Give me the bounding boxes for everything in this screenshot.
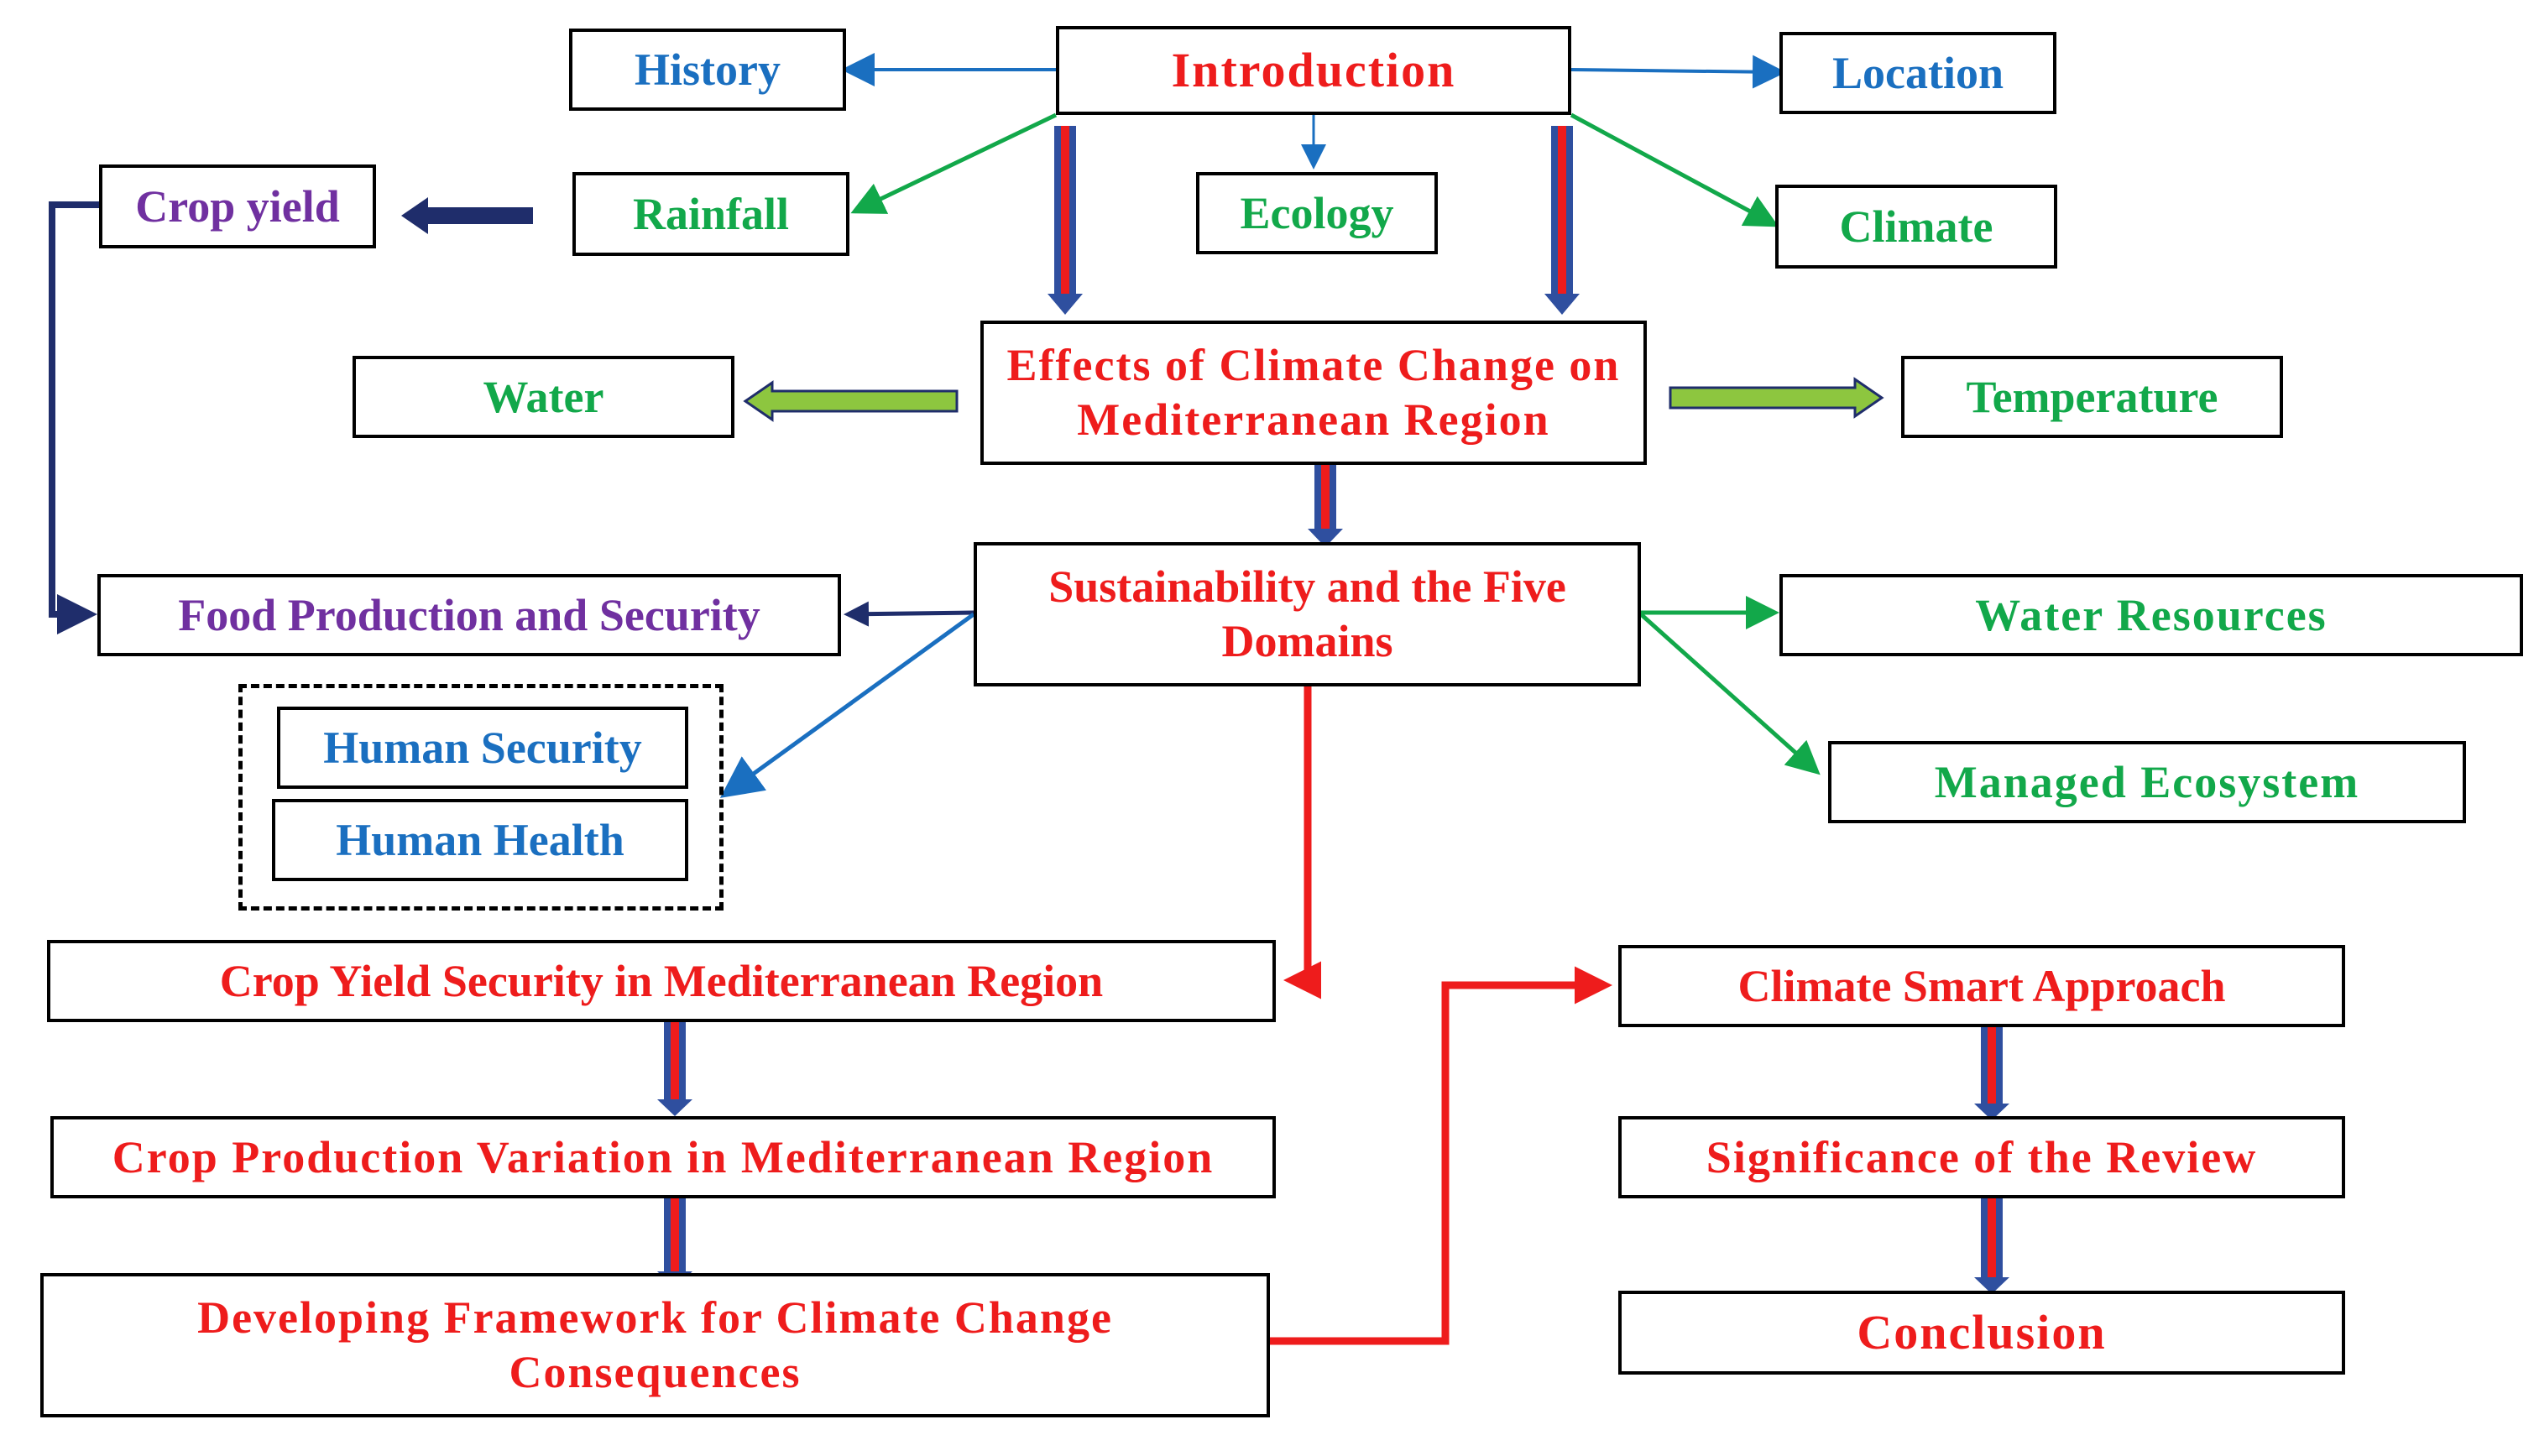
node-sustainability-label: Sustainability and the Five Domains [1048, 561, 1566, 666]
arrow-intro-climate [1570, 112, 1779, 227]
node-crop-production-variation-label: Crop Production Variation in Mediterrane… [112, 1131, 1215, 1182]
node-history: History [569, 29, 846, 111]
node-human-health: Human Health [272, 799, 688, 881]
node-water: Water [353, 356, 734, 438]
node-climate-smart-label: Climate Smart Approach [1737, 960, 2226, 1011]
arrow-cropyield-food [49, 201, 99, 634]
node-temperature: Temperature [1901, 356, 2283, 438]
arrow-sustainability-food [844, 601, 974, 627]
node-water-resources: Water Resources [1779, 574, 2523, 656]
node-crop-yield: Crop yield [99, 164, 376, 248]
node-ecology-label: Ecology [1240, 187, 1394, 238]
node-human-health-label: Human Health [336, 814, 624, 865]
node-conclusion: Conclusion [1618, 1291, 2345, 1375]
node-managed-ecosystem: Managed Ecosystem [1828, 741, 2466, 823]
node-food-production: Food Production and Security [97, 574, 841, 656]
block-arrow-effects-temperature [1669, 377, 1884, 419]
block-arrow-security-variation [657, 1020, 692, 1116]
node-effects-label: Effects of Climate Change on Mediterrane… [1006, 340, 1621, 445]
node-location-label: Location [1831, 47, 2004, 98]
node-climate: Climate [1775, 185, 2057, 269]
block-arrow-climatesmart-significance [1974, 1024, 2009, 1120]
node-introduction-label: Introduction [1171, 43, 1456, 98]
arrow-sustainability-human [719, 612, 975, 798]
block-arrow-effects-sustainability [1308, 464, 1343, 547]
arrow-framework-climatesmart [1269, 966, 1612, 1345]
node-location: Location [1779, 32, 2056, 114]
node-temperature-label: Temperature [1966, 371, 2218, 422]
node-water-label: Water [483, 371, 604, 422]
node-significance-label: Significance of the Review [1706, 1131, 2258, 1182]
node-crop-production-variation: Crop Production Variation in Mediterrane… [50, 1116, 1276, 1198]
node-introduction: Introduction [1056, 26, 1571, 115]
node-rainfall: Rainfall [572, 172, 849, 256]
node-developing-framework-label: Developing Framework for Climate Change … [197, 1292, 1113, 1397]
node-food-production-label: Food Production and Security [178, 589, 760, 640]
block-arrow-effects-water [743, 380, 959, 422]
node-conclusion-label: Conclusion [1857, 1305, 2107, 1360]
arrow-intro-location [1570, 55, 1786, 89]
node-sustainability: Sustainability and the Five Domains [974, 542, 1641, 686]
block-arrow-intro-effects-left [1048, 126, 1083, 315]
block-arrow-variation-framework [657, 1198, 692, 1288]
node-ecology: Ecology [1196, 172, 1438, 254]
node-water-resources-label: Water Resources [1975, 589, 2328, 640]
arrow-sustainability-ecosystem [1639, 613, 1821, 775]
node-crop-yield-security: Crop Yield Security in Mediterranean Reg… [47, 940, 1276, 1022]
arrow-intro-rainfall [850, 112, 1058, 214]
node-climate-label: Climate [1839, 201, 1993, 252]
node-managed-ecosystem-label: Managed Ecosystem [1934, 756, 2360, 807]
node-history-label: History [635, 44, 781, 95]
node-human-security: Human Security [277, 707, 688, 789]
arrow-sustainability-cropsecurity [1283, 686, 1321, 999]
node-significance: Significance of the Review [1618, 1116, 2345, 1198]
node-human-security-label: Human Security [323, 722, 642, 773]
node-climate-smart: Climate Smart Approach [1618, 945, 2345, 1027]
node-rainfall-label: Rainfall [632, 188, 790, 239]
block-arrow-rainfall-cropyield [401, 197, 533, 234]
node-crop-yield-label: Crop yield [135, 180, 340, 232]
node-effects: Effects of Climate Change on Mediterrane… [980, 321, 1647, 465]
block-arrow-significance-conclusion [1974, 1198, 2009, 1294]
human-group-frame [238, 684, 724, 911]
node-developing-framework: Developing Framework for Climate Change … [40, 1273, 1270, 1417]
node-crop-yield-security-label: Crop Yield Security in Mediterranean Reg… [219, 955, 1104, 1006]
block-arrow-intro-effects-right [1544, 126, 1580, 315]
